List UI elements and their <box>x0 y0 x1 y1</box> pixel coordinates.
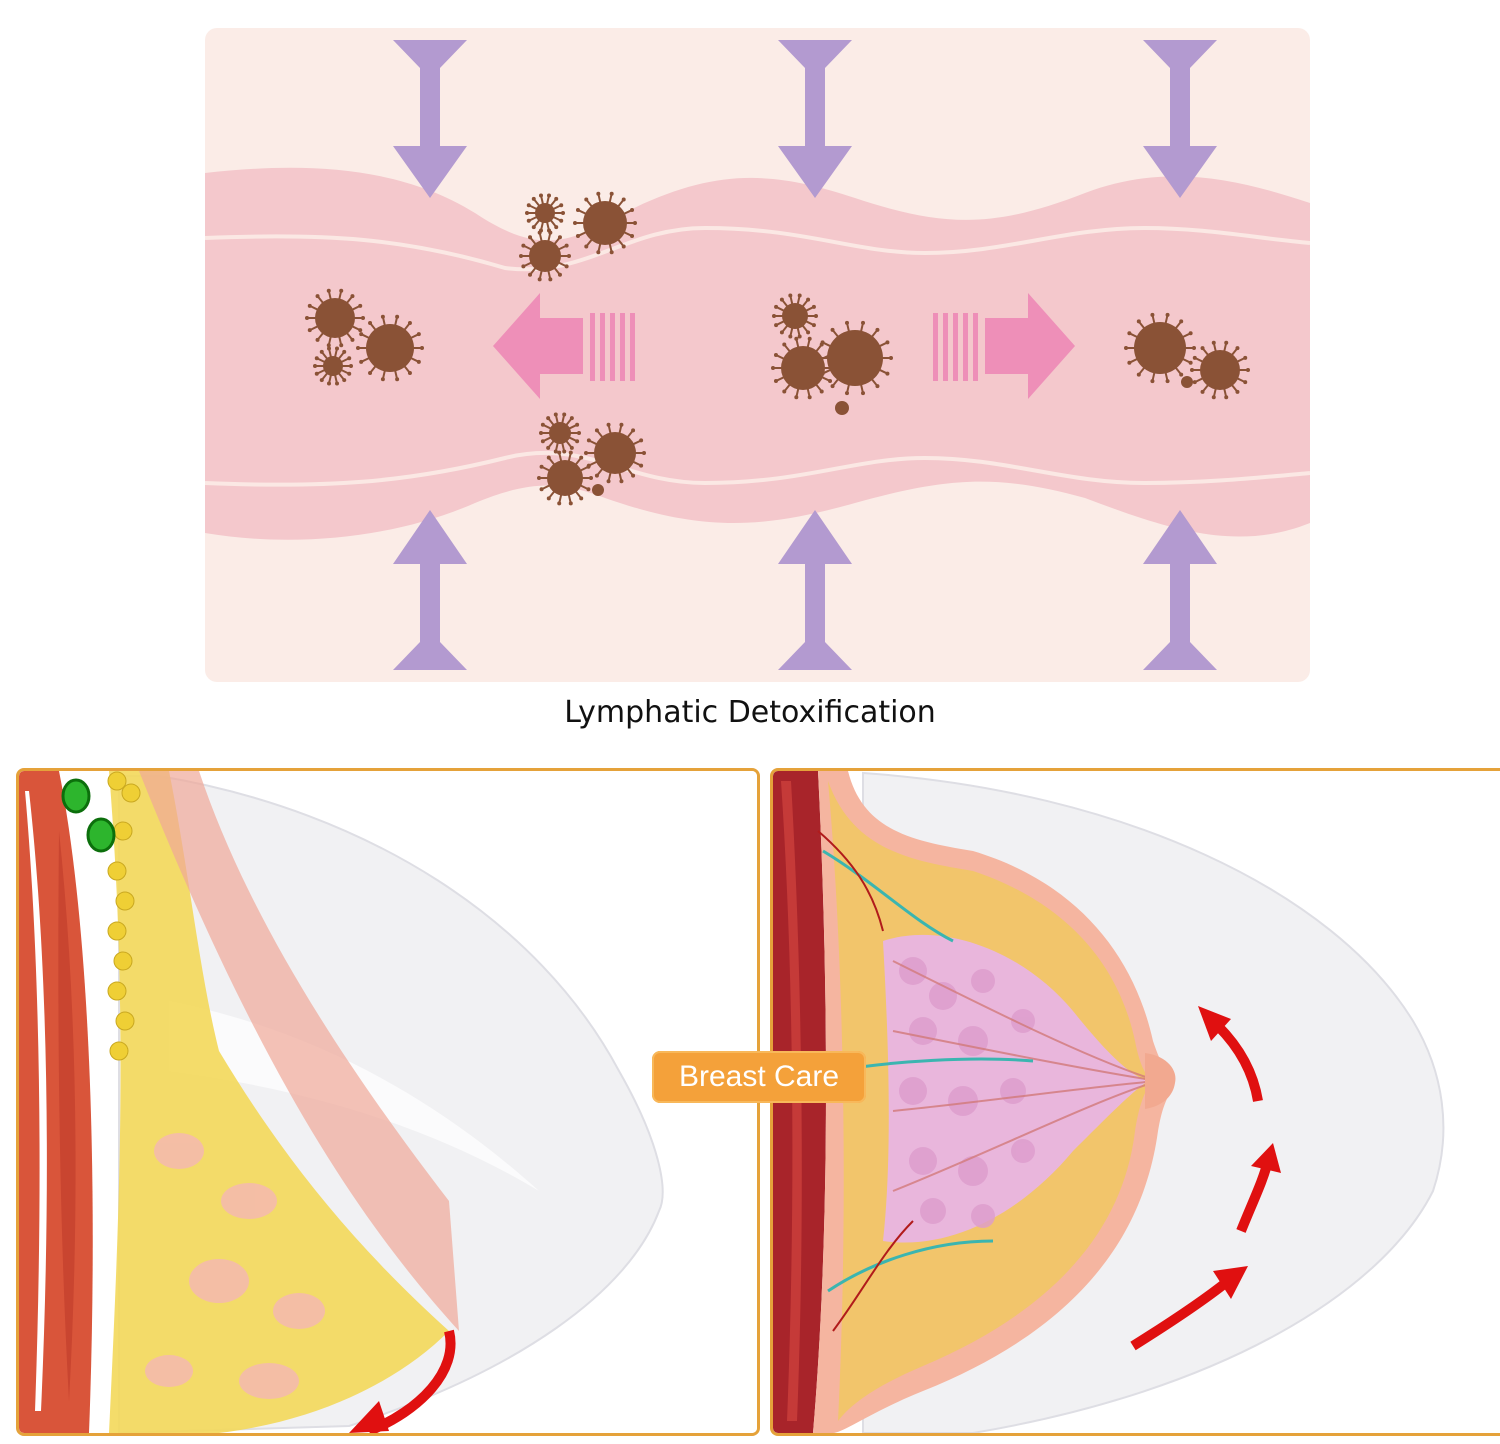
lymphatic-diagram-svg <box>205 28 1310 682</box>
lymph-node-icon <box>86 817 116 853</box>
toxin-particle <box>537 450 593 506</box>
flow-arrow-left <box>493 293 635 399</box>
lymphatic-diagram <box>205 28 1310 682</box>
up-arrow-icon <box>1143 510 1217 670</box>
toxin-particle <box>592 484 604 496</box>
toxin-particle <box>835 401 849 415</box>
toxin-particle <box>539 412 581 454</box>
toxin-particle <box>1181 376 1193 388</box>
flow-arrow-right <box>933 293 1075 399</box>
toxin-particle <box>519 230 571 282</box>
before-illustration <box>19 771 757 1433</box>
toxin-particle <box>525 193 565 233</box>
curved-arrow-icon <box>1130 1277 1232 1351</box>
lymph-node-icon <box>61 778 91 814</box>
toxin-particle <box>1190 340 1250 400</box>
right-arrow-icon <box>985 293 1075 399</box>
toxin-particle <box>305 288 365 348</box>
vessel-wall-bottom <box>205 450 1310 487</box>
fat-globules <box>107 771 141 1061</box>
down-arrow-icon <box>1143 40 1217 198</box>
toxin-particle <box>356 314 424 382</box>
nipple <box>1145 1053 1176 1109</box>
vessel-wall-top <box>205 225 1310 272</box>
milk-ducts <box>892 960 1159 1192</box>
lymph-nodes <box>61 778 116 853</box>
pressure-arrows-top <box>393 40 1217 198</box>
breast-care-badge: Breast Care <box>652 1051 866 1103</box>
toxin-particle <box>772 293 818 339</box>
lift-arrow-heads <box>1198 1006 1281 1299</box>
after-panel <box>770 768 1500 1436</box>
curved-arrow-icon <box>1214 1022 1263 1102</box>
up-arrow-icon <box>778 510 852 670</box>
after-illustration <box>773 771 1500 1433</box>
gland-lobes <box>145 1133 325 1399</box>
diagram-caption: Lymphatic Detoxification <box>564 695 936 730</box>
curved-arrow-icon <box>349 1329 456 1433</box>
pressure-arrows-bottom <box>393 510 1217 670</box>
down-arrow-icon <box>778 40 852 198</box>
toxin-particle <box>584 422 646 484</box>
left-arrow-icon <box>493 293 583 399</box>
fat-tissue <box>109 771 449 1433</box>
blood-vessels <box>817 830 914 1332</box>
toxin-clusters <box>305 191 1250 506</box>
up-arrow-icon <box>393 510 467 670</box>
down-arrow-icon <box>393 40 467 198</box>
toxin-particle <box>573 191 637 255</box>
toxin-particle <box>771 336 835 400</box>
toxin-particle <box>313 346 353 386</box>
toxin-particle <box>1124 312 1196 384</box>
chest-muscle <box>19 771 93 1433</box>
before-panel <box>16 768 760 1436</box>
